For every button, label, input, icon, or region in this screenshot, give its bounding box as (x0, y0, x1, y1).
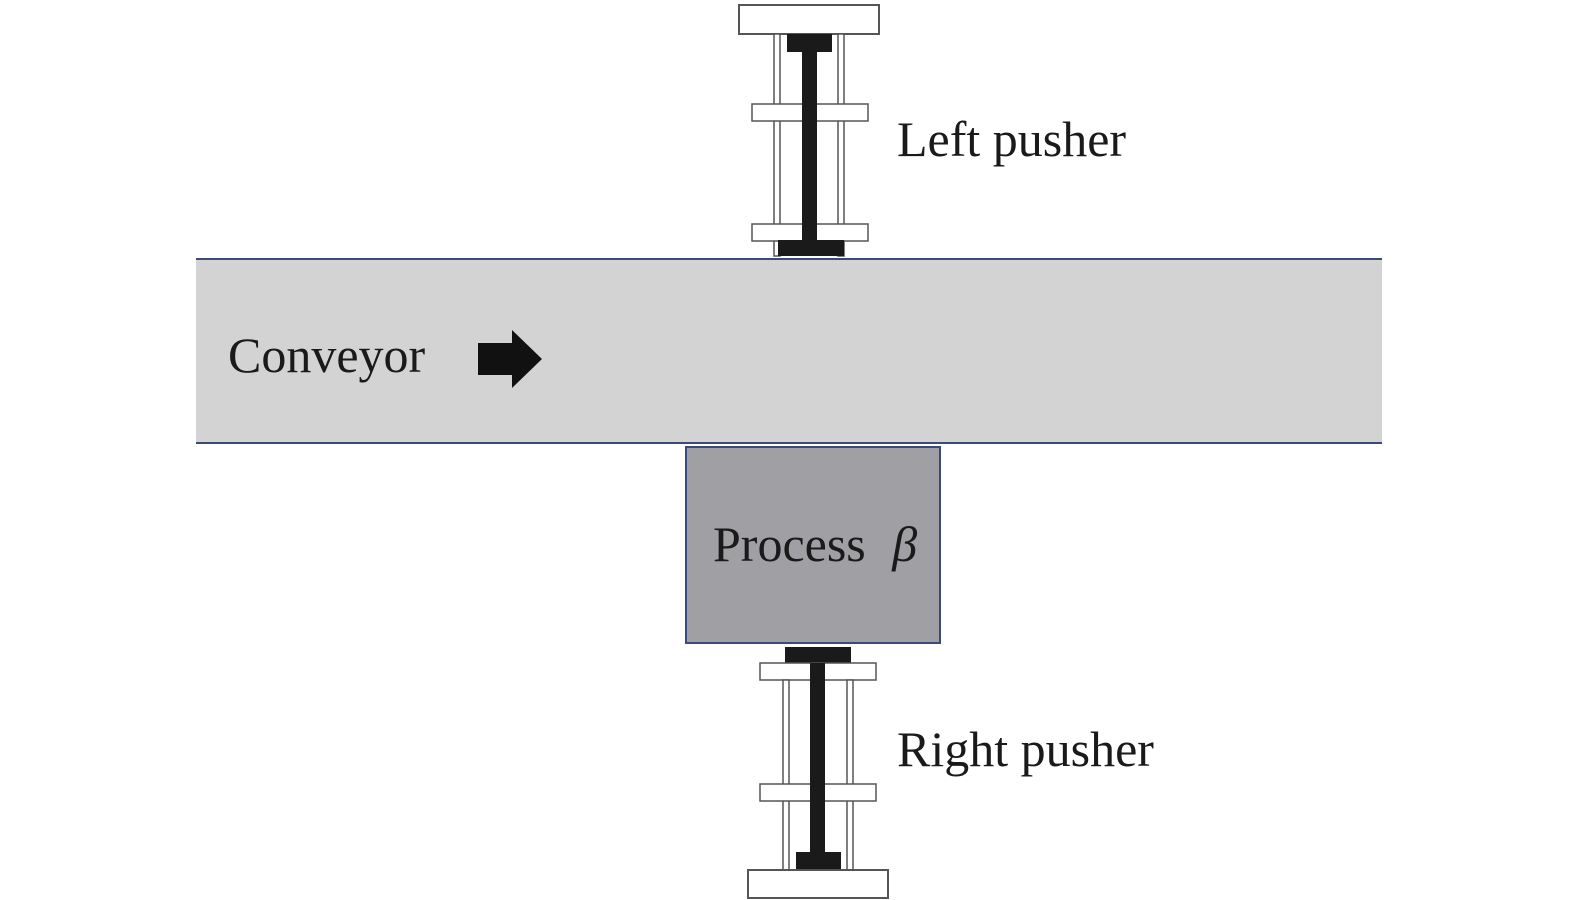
process-label: Process β (713, 516, 917, 572)
right-pusher-base-plate (747, 869, 889, 899)
process-box (685, 446, 941, 644)
right-pusher-guide-rail-left (782, 679, 790, 871)
conveyor-label: Conveyor (228, 327, 426, 383)
left-pusher-rod (802, 34, 817, 256)
left-pusher: Left pusher (738, 4, 1126, 257)
conveyor-direction-arrow-icon (478, 330, 542, 388)
conveyor-belt (196, 259, 1382, 443)
conveyor: Conveyor (196, 258, 1382, 444)
left-pusher-label: Left pusher (897, 111, 1126, 167)
process-label-symbol: β (891, 516, 917, 572)
right-pusher-label: Right pusher (897, 721, 1154, 777)
right-pusher-head (785, 647, 851, 663)
process-station: Process β (685, 446, 941, 644)
process-label-prefix: Process (713, 516, 866, 572)
right-pusher-rod (810, 663, 825, 870)
left-pusher-base-plate (738, 4, 880, 35)
right-pusher: Right pusher (747, 647, 1154, 899)
left-pusher-guide-rail-left (773, 33, 781, 257)
left-pusher-head (778, 240, 844, 256)
left-pusher-guide-rail-right (837, 33, 845, 257)
right-pusher-rod-flange (796, 852, 841, 870)
right-pusher-guide-rail-right (846, 679, 854, 871)
